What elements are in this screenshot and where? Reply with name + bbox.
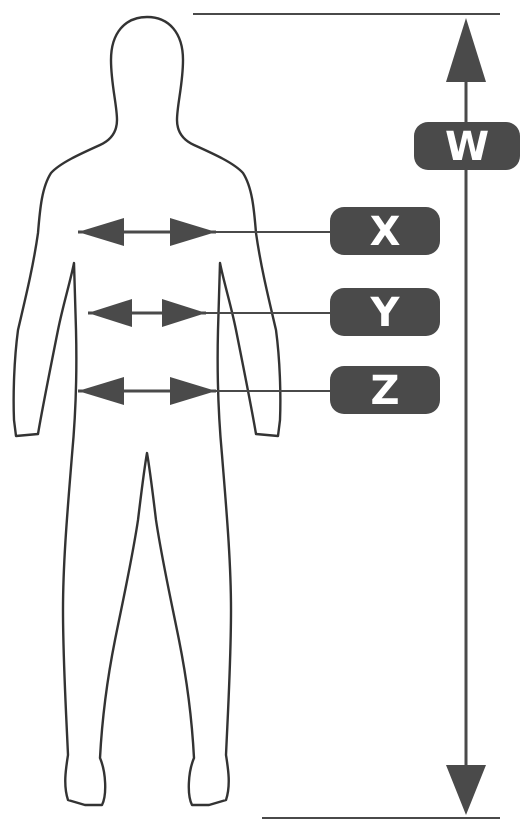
human-figure	[14, 17, 281, 805]
chest-arrow-right-icon	[170, 218, 216, 246]
chest-label-badge: X	[330, 207, 440, 255]
height-label: W	[445, 124, 489, 170]
height-measurement: W	[193, 14, 520, 818]
waist-arrow-right-icon	[162, 299, 206, 327]
height-arrow-up-icon	[446, 18, 486, 82]
hips-arrow-left-icon	[78, 377, 124, 405]
waist-label: Y	[370, 290, 401, 336]
hips-arrow-right-icon	[170, 377, 216, 405]
figure-outline	[14, 17, 281, 805]
hips-label-badge: Z	[330, 366, 440, 414]
waist-label-badge: Y	[330, 288, 440, 336]
waist-measurement: Y	[88, 288, 440, 336]
chest-label: X	[370, 209, 401, 255]
height-arrow-down-icon	[446, 765, 486, 815]
hips-measurement: Z	[78, 366, 440, 414]
hips-label: Z	[370, 368, 399, 414]
waist-arrow-left-icon	[88, 299, 132, 327]
chest-arrow-left-icon	[78, 218, 124, 246]
height-label-badge: W	[414, 122, 520, 170]
